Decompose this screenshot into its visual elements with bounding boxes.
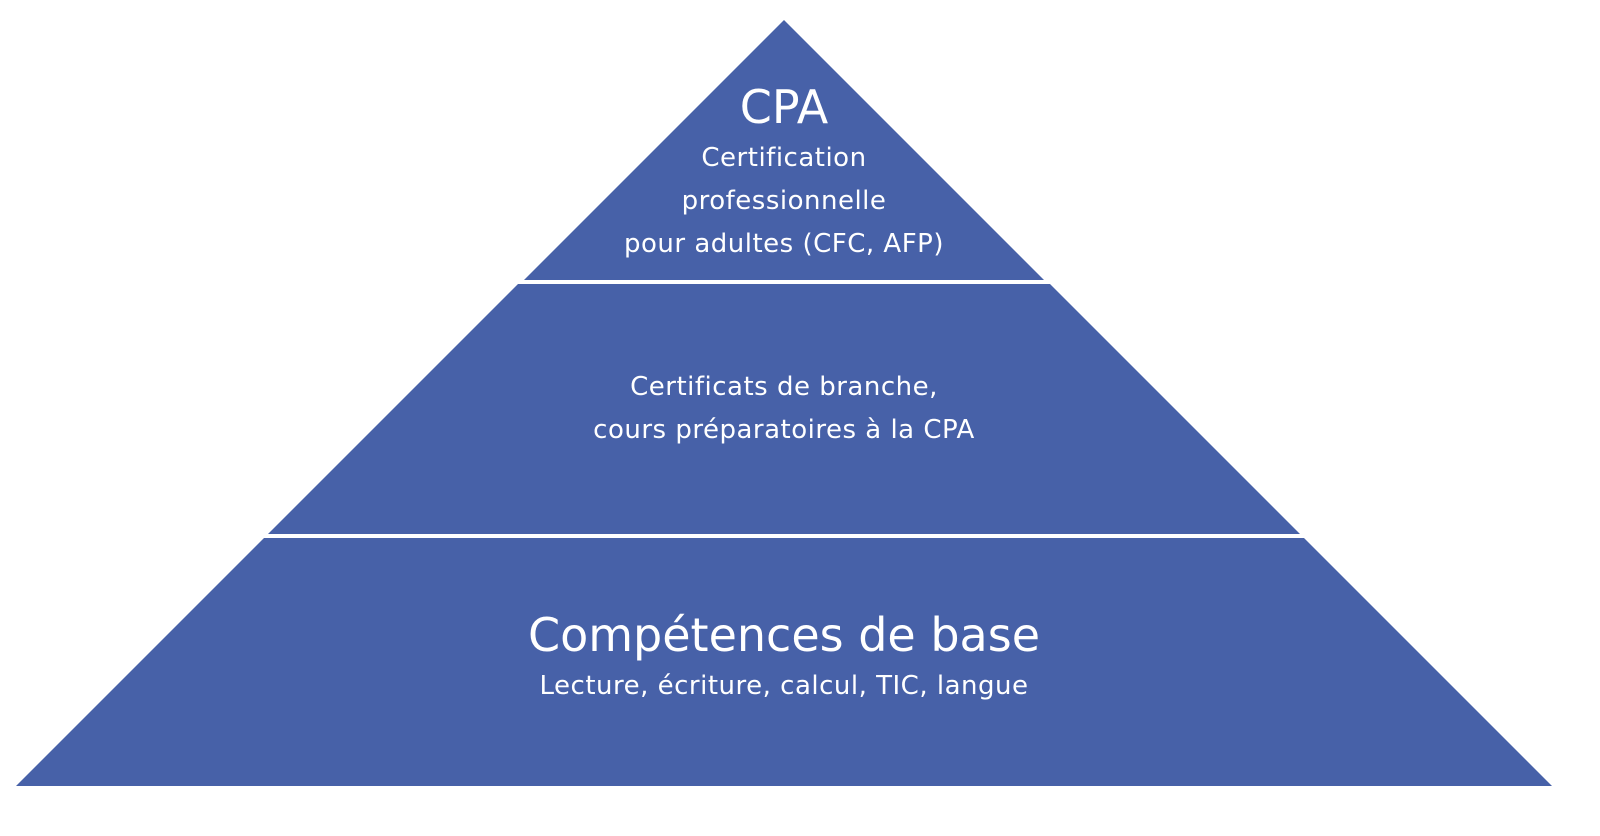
middle-tier-description: Certificats de branche, cours préparatoi… xyxy=(0,366,1568,452)
middle-tier-line: Certificats de branche, xyxy=(630,372,938,402)
pyramid-tier-bottom xyxy=(16,538,1552,786)
top-tier-title: CPA xyxy=(739,80,829,134)
top-tier-description: Certification professionnelle pour adult… xyxy=(0,137,1568,266)
bottom-tier-title: Compétences de base xyxy=(527,608,1041,662)
pyramid-tier-middle xyxy=(268,284,1300,534)
bottom-tier-description: Lecture, écriture, calcul, TIC, langue xyxy=(539,671,1029,701)
middle-tier-line: cours préparatoires à la CPA xyxy=(593,415,975,445)
top-tier-line: professionnelle xyxy=(681,186,887,216)
top-tier-line: Certification xyxy=(701,143,867,173)
top-tier-line: pour adultes (CFC, AFP) xyxy=(624,229,944,259)
pyramid-tier-top xyxy=(524,20,1044,280)
